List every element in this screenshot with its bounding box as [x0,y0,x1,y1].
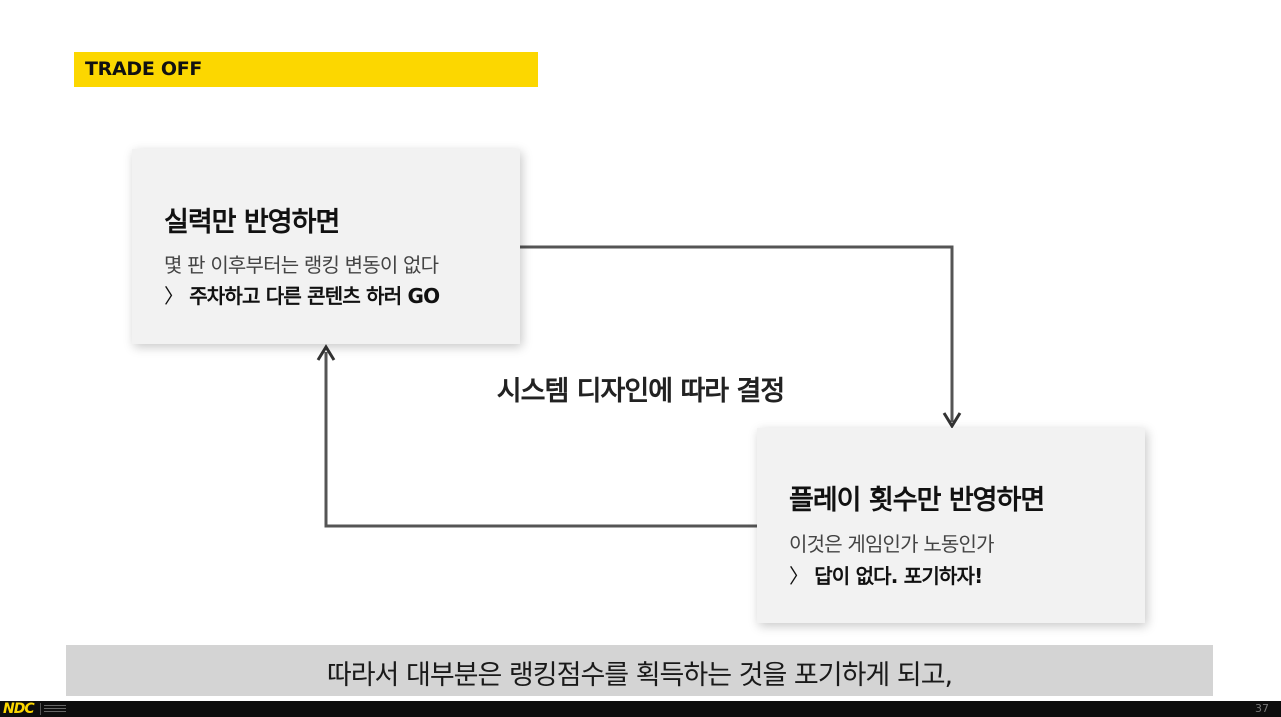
card-playcount-conclusion-text: 답이 없다. 포기하자! [814,564,983,588]
card-playcount-description: 이것은 게임인가 노동인가 [789,532,995,556]
card-skill-only: 실력만 반영하면 몇 판 이후부터는 랭킹 변동이 없다 〉주차하고 다른 콘텐… [132,149,520,344]
arrow-to-skill [324,352,757,528]
arrowhead-up-icon [316,344,336,361]
logo-subtext-mark [40,703,71,715]
card-playcount-conclusion: 〉답이 없다. 포기하자! [789,560,983,589]
section-tag: TRADE OFF [74,52,538,87]
card-skill-conclusion-text: 주차하고 다른 콘텐츠 하러 GO [189,284,440,308]
subtitle-caption-text: 따라서 대부분은 랭킹점수를 획득하는 것을 포기하게 되고, [326,660,953,691]
page-number: 37 [1255,702,1269,715]
card-playcount-only: 플레이 횟수만 반영하면 이것은 게임인가 노동인가 〉답이 없다. 포기하자! [757,428,1145,623]
card-skill-title: 실력만 반영하면 [164,207,340,238]
center-label: 시스템 디자인에 따라 결정 [496,376,785,407]
arrow-to-playcount [520,245,954,422]
arrowhead-down-icon [942,412,962,429]
section-tag-label: TRADE OFF [85,58,203,80]
chevron-right-icon: 〉 [789,564,809,588]
subtitle-caption-bar: 따라서 대부분은 랭킹점수를 획득하는 것을 포기하게 되고, [66,645,1213,696]
card-skill-conclusion: 〉주차하고 다른 콘텐츠 하러 GO [164,280,440,309]
footer-bar: NDC 37 [0,701,1281,717]
card-skill-description: 몇 판 이후부터는 랭킹 변동이 없다 [164,253,439,277]
chevron-right-icon: 〉 [164,284,184,308]
ndc-logo: NDC [3,701,35,717]
card-playcount-title: 플레이 횟수만 반영하면 [789,485,1045,516]
